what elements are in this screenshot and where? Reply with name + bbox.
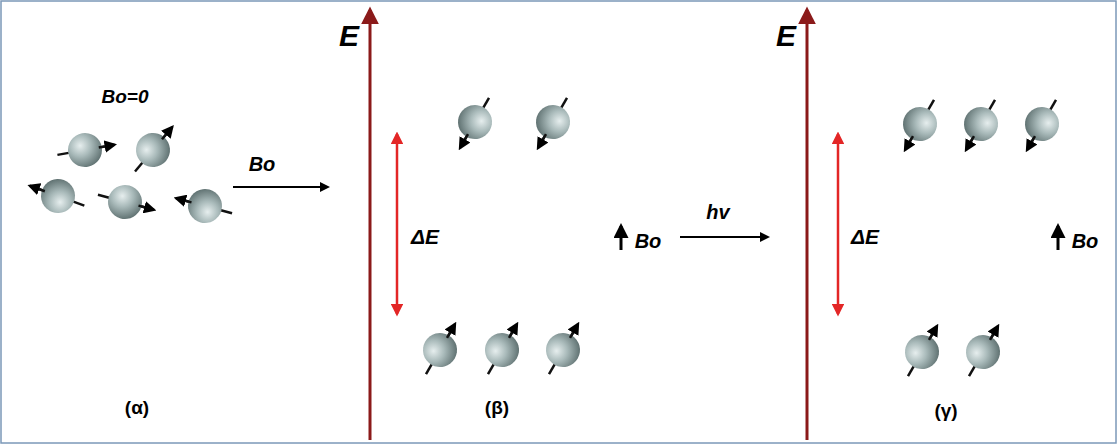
nuclear-spin: [1012, 91, 1070, 158]
panel-label: (β): [485, 398, 509, 417]
process-arrow: [233, 186, 328, 188]
nuclear-spin: [951, 91, 1009, 158]
panel-label: (α): [125, 398, 149, 417]
nuclear-spin: [523, 89, 581, 156]
nuclear-spin: [473, 316, 531, 383]
nuclear-spin: [890, 91, 948, 158]
energy-axis: [369, 10, 372, 440]
nuclear-spin: [24, 170, 90, 222]
nuclear-spin: [122, 116, 185, 182]
panel-label: (γ): [934, 401, 957, 420]
nuclear-spin: [893, 318, 951, 385]
energy-gap-label: ΔE: [851, 226, 879, 247]
nuclear-spin: [172, 182, 237, 230]
field-label: Bo: [249, 154, 276, 174]
field-arrow: [620, 226, 623, 250]
field-label: Bo=0: [102, 87, 149, 106]
nuclear-spin: [954, 318, 1012, 385]
field-arrow: [1057, 226, 1060, 250]
nuclear-spin: [411, 316, 469, 383]
nuclear-spin: [94, 178, 159, 226]
axis-label: E: [339, 21, 359, 51]
nuclear-spin: [54, 128, 117, 172]
nuclear-spin: [445, 89, 503, 156]
energy-axis: [806, 10, 809, 440]
energy-gap-arrow: [396, 134, 399, 314]
energy-gap-label: ΔE: [411, 226, 439, 247]
photon-label: hv: [706, 202, 729, 222]
energy-gap-arrow: [837, 134, 840, 314]
nuclear-spin: [534, 316, 592, 383]
field-label: Bo: [635, 231, 662, 251]
axis-label: E: [776, 21, 796, 51]
process-arrow: [680, 236, 768, 238]
field-label: Bo: [1072, 231, 1099, 251]
